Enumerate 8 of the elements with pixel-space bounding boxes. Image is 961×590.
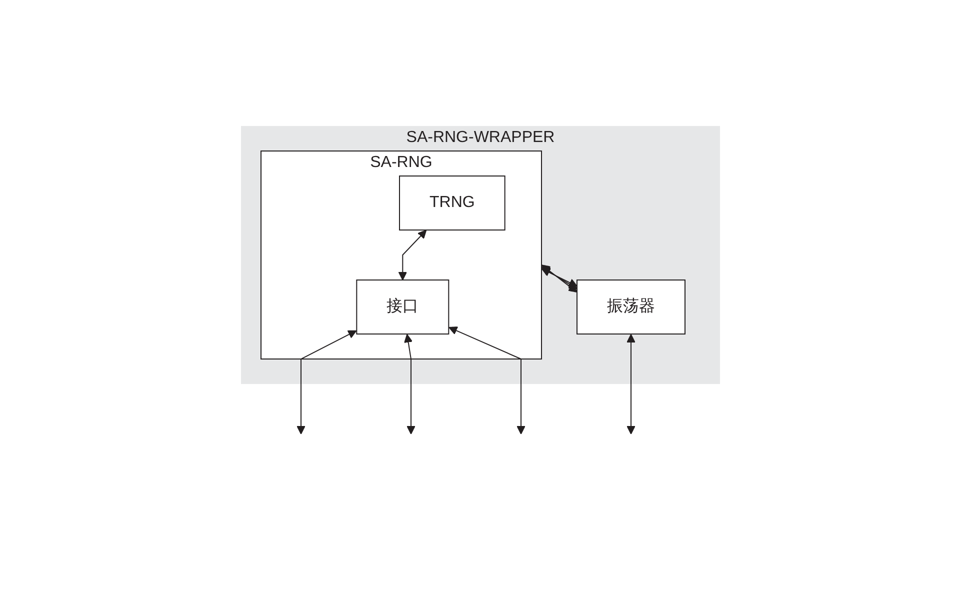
node-box: 振荡器: [576, 280, 686, 334]
arrow: [398, 230, 427, 280]
node-box: TRNG: [399, 176, 506, 230]
arrow: [296, 330, 357, 434]
node-box: 接口: [356, 280, 450, 334]
arrow: [448, 326, 526, 434]
arrow: [404, 334, 416, 434]
arrow: [626, 334, 636, 434]
